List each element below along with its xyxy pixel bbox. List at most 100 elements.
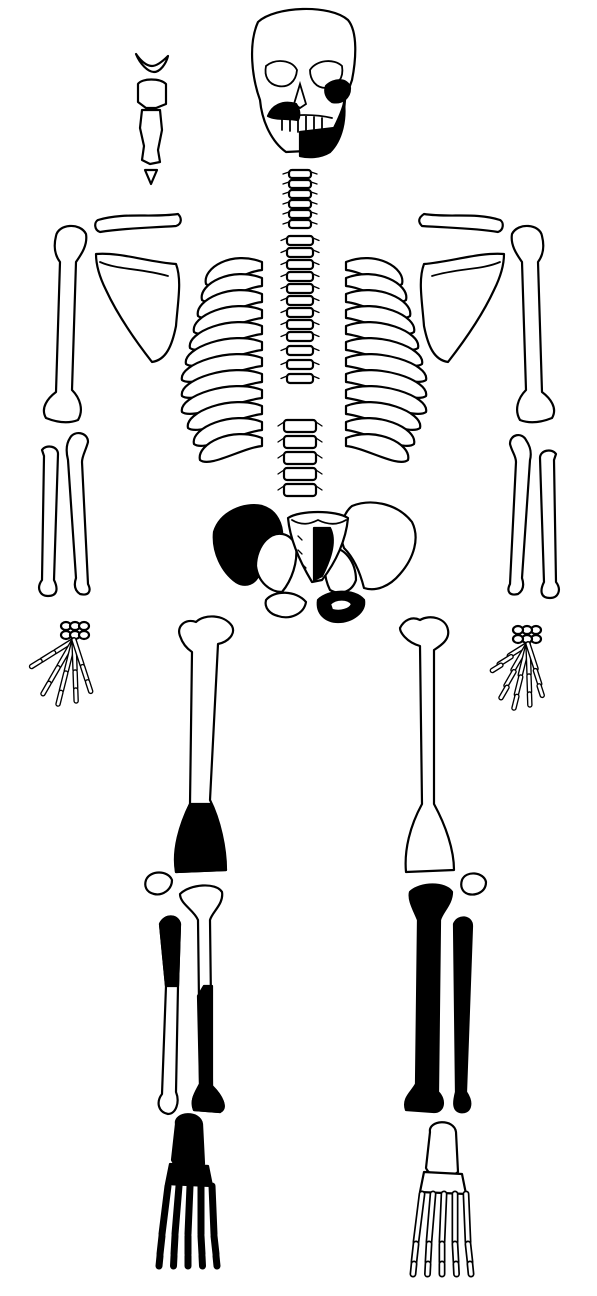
- left-hand: [492, 626, 542, 708]
- vertebra: [281, 346, 319, 355]
- right-leg: [145, 616, 233, 1114]
- vertebral-body: [287, 284, 313, 293]
- left-fibula-shaded: [454, 917, 472, 1112]
- right-fibula-proximal-shaded: [160, 917, 180, 987]
- sternum-column: [136, 54, 168, 184]
- vertebral-body: [284, 420, 316, 432]
- carpal: [79, 622, 89, 630]
- vertebra: [283, 200, 317, 208]
- vertebral-body: [284, 468, 316, 480]
- calcaneus-talus: [426, 1122, 458, 1177]
- vertebral-body: [284, 436, 316, 448]
- foot-bone: [455, 1244, 456, 1262]
- vertebra: [283, 190, 317, 198]
- vertebral-body: [287, 308, 313, 317]
- vertebra: [281, 332, 319, 341]
- foot-bone: [466, 1194, 468, 1242]
- left-ribs: [346, 258, 426, 462]
- left-humerus: [512, 226, 554, 422]
- right-foot: [159, 1114, 217, 1266]
- foot-bone: [159, 1256, 160, 1266]
- carpal: [79, 631, 89, 639]
- foot-bone: [470, 1264, 471, 1274]
- vertebral-body: [289, 170, 311, 178]
- vertebra: [281, 296, 319, 305]
- foot-bone: [188, 1186, 190, 1234]
- right-clavicle: [95, 214, 181, 232]
- vertebra: [281, 260, 319, 269]
- foot-bone: [468, 1244, 470, 1262]
- vertebra: [278, 436, 322, 448]
- foot-bone: [174, 1256, 175, 1266]
- right-hand: [32, 622, 91, 704]
- vertebral-body: [287, 360, 313, 369]
- vertebral-body: [287, 296, 313, 305]
- vertebra: [278, 468, 322, 480]
- left-arm: [508, 226, 558, 598]
- phalanx: [75, 672, 76, 688]
- foot-bone: [428, 1264, 429, 1274]
- vertebra: [283, 210, 317, 218]
- right-tibia-distal-shaded: [193, 986, 224, 1112]
- right-humerus: [44, 226, 86, 422]
- vertebral-body: [287, 260, 313, 269]
- vertebral-body: [287, 272, 313, 281]
- vertebral-body: [287, 236, 313, 245]
- hyoid: [136, 54, 168, 72]
- xiphoid: [145, 170, 157, 184]
- foot-bone: [442, 1194, 444, 1242]
- vertebral-body: [287, 248, 313, 257]
- right-femur-distal-shaded: [176, 804, 226, 872]
- foot-bone: [413, 1264, 414, 1274]
- vertebral-body: [287, 320, 313, 329]
- foot-bone: [174, 1236, 175, 1254]
- skull: [252, 9, 355, 157]
- vertebra: [283, 220, 317, 228]
- right-ribs: [182, 258, 262, 462]
- left-femur: [400, 617, 454, 872]
- left-leg: [400, 617, 486, 1112]
- left-tibia-shaded: [405, 885, 452, 1113]
- foot-bone: [214, 1236, 216, 1254]
- vertebra: [283, 170, 317, 178]
- right-arm: [39, 226, 89, 596]
- vertebral-body: [289, 210, 311, 218]
- skull-shaded-left-zygomatic: [325, 80, 350, 102]
- vertebral-body: [284, 484, 316, 496]
- sternum-body: [140, 110, 162, 164]
- foot-bone: [201, 1236, 202, 1254]
- vertebral-body: [287, 374, 313, 383]
- vertebral-body: [287, 346, 313, 355]
- left-radius: [540, 451, 559, 598]
- phalanx: [529, 676, 530, 692]
- vertebral-body: [287, 332, 313, 341]
- vertebral-body: [289, 180, 311, 188]
- left-clavicle: [419, 214, 503, 232]
- vertebra: [281, 284, 319, 293]
- vertebra: [281, 360, 319, 369]
- manubrium: [138, 80, 166, 109]
- vertebral-column: [278, 170, 322, 496]
- vertebral-body: [289, 190, 311, 198]
- vertebra: [281, 320, 319, 329]
- pelvis: [214, 503, 416, 622]
- left-foot: [413, 1122, 471, 1274]
- vertebra: [281, 248, 319, 257]
- vertebra: [281, 374, 319, 383]
- carpal: [513, 635, 523, 643]
- right-ulna: [67, 433, 90, 594]
- left-ulna: [508, 435, 530, 594]
- calcaneus-talus: [172, 1114, 204, 1169]
- vertebral-body: [289, 200, 311, 208]
- right-patella: [145, 873, 172, 895]
- foot-bone: [414, 1244, 416, 1262]
- left-patella: [461, 873, 486, 894]
- right-radius: [39, 447, 58, 596]
- vertebra: [278, 452, 322, 464]
- carpal: [513, 626, 523, 634]
- left-ischium-hole: [330, 600, 352, 611]
- vertebra: [281, 272, 319, 281]
- foot-bone: [428, 1244, 429, 1262]
- foot-bone: [456, 1264, 457, 1274]
- foot-bone: [212, 1186, 214, 1234]
